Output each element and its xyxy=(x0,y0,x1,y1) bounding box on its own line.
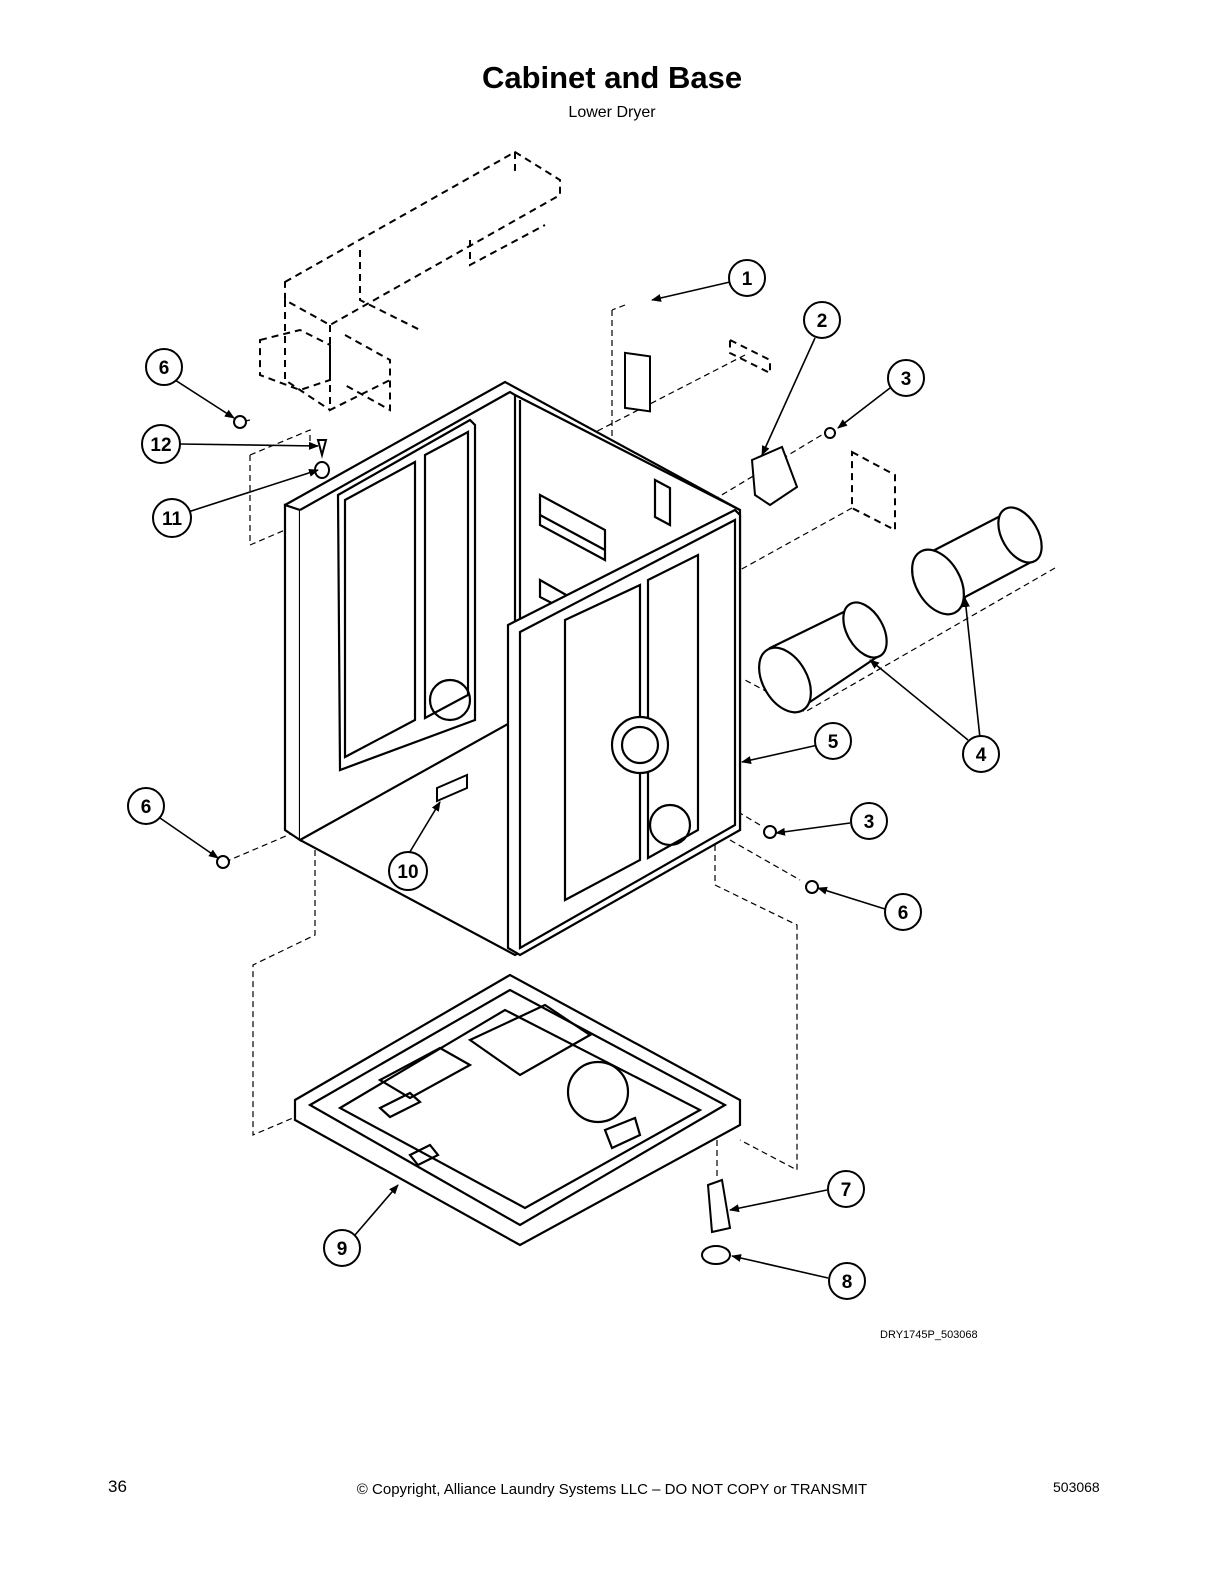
callout-leaders xyxy=(159,281,981,1279)
callout-label: 6 xyxy=(141,797,152,818)
callout-label: 3 xyxy=(901,369,912,390)
callout-label: 10 xyxy=(397,862,418,883)
callout-label: 8 xyxy=(842,1272,853,1293)
vent-cylinder-left xyxy=(758,601,888,714)
callout-6c: 6 xyxy=(884,893,922,931)
callout-2: 2 xyxy=(803,301,841,339)
copyright-notice: © Copyright, Alliance Laundry Systems LL… xyxy=(356,1481,868,1498)
callout-8: 8 xyxy=(828,1262,866,1300)
callout-3a: 3 xyxy=(887,359,925,397)
screw-part-3a xyxy=(824,427,836,439)
screw-part-6c xyxy=(805,880,819,894)
page-title: Cabinet and Base xyxy=(481,60,743,95)
callout-12: 12 xyxy=(141,424,181,464)
callout-label: 4 xyxy=(976,745,987,766)
screw-part-6b xyxy=(216,855,230,869)
callout-label: 1 xyxy=(742,269,753,290)
callout-10: 10 xyxy=(388,851,428,891)
callouts: 1 2 3 6 12 11 5 4 6 10 3 6 7 9 8 xyxy=(127,259,1000,1300)
callout-6a: 6 xyxy=(145,348,183,386)
screw-part-3b xyxy=(763,825,777,839)
label-part-1 xyxy=(624,351,651,413)
callout-label: 5 xyxy=(828,732,839,753)
leveling-leg-part-7 xyxy=(706,1178,732,1234)
callout-label: 6 xyxy=(159,358,170,379)
callout-label: 12 xyxy=(150,435,171,456)
screw-part-12 xyxy=(316,439,328,459)
callout-label: 11 xyxy=(162,509,183,530)
front-panel xyxy=(506,508,742,957)
page-subtitle: Lower Dryer xyxy=(568,104,656,121)
screw-part-6a xyxy=(233,415,247,429)
callout-6b: 6 xyxy=(127,787,165,825)
label-part-10 xyxy=(436,773,468,803)
foot-pad-part-8 xyxy=(701,1245,731,1265)
callout-4: 4 xyxy=(962,735,1000,773)
callout-7: 7 xyxy=(827,1170,865,1208)
callout-label: 2 xyxy=(817,311,828,332)
callout-1: 1 xyxy=(728,259,766,297)
callout-label: 3 xyxy=(864,812,875,833)
callout-11: 11 xyxy=(152,498,192,538)
callout-3b: 3 xyxy=(850,802,888,840)
page-number: 36 xyxy=(108,1477,127,1496)
document-number: 503068 xyxy=(1053,1479,1100,1495)
callout-5: 5 xyxy=(814,722,852,760)
vent-cylinder-right xyxy=(911,506,1043,616)
cover-plate-part-2 xyxy=(750,445,799,507)
callout-label: 9 xyxy=(337,1239,348,1260)
drawing-id: DRY1745P_503068 xyxy=(880,1329,978,1341)
upper-dryer-outline xyxy=(259,150,896,532)
base-frame xyxy=(293,973,742,1247)
callout-label: 6 xyxy=(898,903,909,924)
callout-9: 9 xyxy=(323,1229,361,1267)
small-parts xyxy=(216,351,836,1265)
callout-label: 7 xyxy=(841,1180,852,1201)
